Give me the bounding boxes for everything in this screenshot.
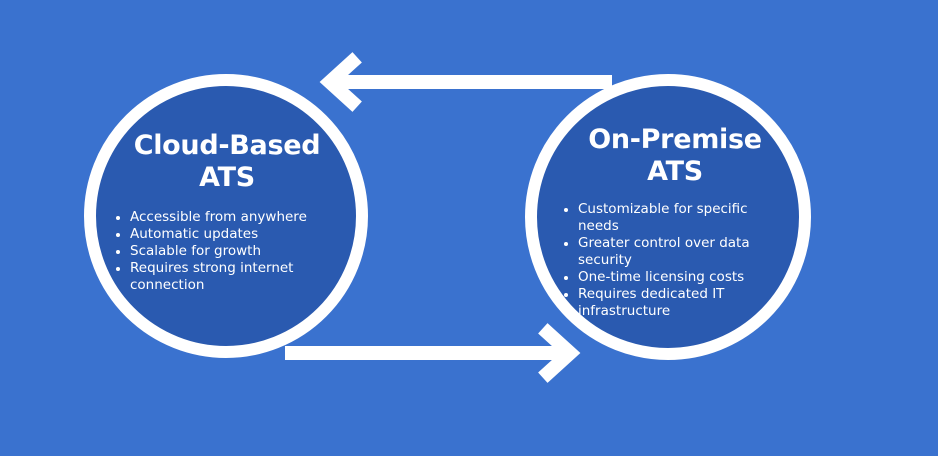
cloud-based-title-line1: Cloud-Based: [133, 130, 321, 161]
list-item: Accessible from anywhere: [116, 209, 342, 226]
cloud-based-title: Cloud-Based ATS: [112, 130, 342, 195]
list-item: Automatic updates: [116, 226, 342, 243]
cloud-based-title-line2: ATS: [199, 162, 255, 194]
list-item: Requires strong internet connection: [116, 260, 342, 294]
top-arrowhead-icon: [319, 52, 362, 112]
list-item: Customizable for specific needs: [564, 201, 790, 235]
right-circle: [525, 74, 811, 360]
list-item: Requires dedicated IT infrastructure: [564, 286, 790, 320]
left-circle: [84, 74, 368, 358]
list-item: One-time licensing costs: [564, 269, 790, 286]
on-premise-title: On-Premise ATS: [560, 124, 790, 189]
on-premise-title-line1: On-Premise: [588, 124, 762, 155]
cloud-based-panel: Cloud-Based ATS Accessible from anywhere…: [112, 130, 342, 294]
list-item: Scalable for growth: [116, 243, 342, 260]
bottom-arrowhead-icon: [538, 323, 581, 383]
on-premise-list: Customizable for specific needs Greater …: [560, 201, 790, 320]
list-item: Greater control over data security: [564, 235, 790, 269]
on-premise-title-line2: ATS: [647, 156, 703, 188]
on-premise-panel: On-Premise ATS Customizable for specific…: [560, 124, 790, 320]
cloud-based-list: Accessible from anywhere Automatic updat…: [112, 209, 342, 294]
